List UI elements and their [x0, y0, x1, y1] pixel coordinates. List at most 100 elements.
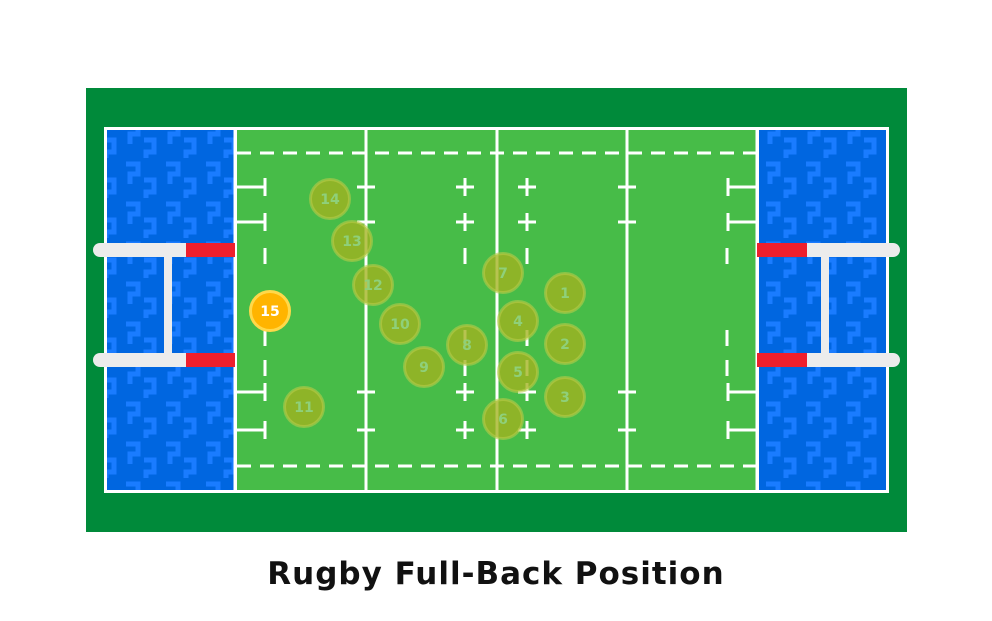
10m-cross	[525, 421, 529, 439]
goal-line-mark	[728, 428, 756, 432]
10m-cross	[525, 178, 529, 196]
player-circle	[482, 398, 524, 440]
dashed-vertical-line	[463, 360, 467, 376]
player-marker: 3	[544, 376, 586, 418]
solid-line	[495, 130, 499, 490]
dashed-vertical-line	[725, 330, 729, 346]
player-marker: 13	[331, 220, 373, 262]
player-circle	[544, 323, 586, 365]
player-marker: 6	[482, 398, 524, 440]
player-number: 6	[498, 412, 508, 428]
post-pad-left	[186, 243, 235, 257]
dashed-vertical-line	[725, 360, 729, 376]
player-marker: 9	[403, 346, 445, 388]
player-number: 7	[498, 266, 508, 282]
dashed-vertical-line	[263, 330, 267, 346]
goal-line-mark	[237, 185, 265, 189]
player-number: 10	[390, 317, 410, 333]
player-circle	[283, 386, 325, 428]
player-marker: 10	[379, 303, 421, 345]
5m-mark	[263, 178, 267, 196]
player-circle	[544, 272, 586, 314]
player-number: 12	[363, 278, 382, 294]
player-marker: 5	[497, 351, 539, 393]
player-circle	[482, 252, 524, 294]
goal-line-mark	[237, 428, 265, 432]
post-pad-right	[757, 353, 807, 367]
player-marker: 8	[446, 324, 488, 366]
player-circle	[331, 220, 373, 262]
10m-cross	[463, 383, 467, 401]
player-circle	[309, 178, 351, 220]
5m-mark	[726, 421, 730, 439]
10m-cross	[463, 421, 467, 439]
player-marker: 1	[544, 272, 586, 314]
solid-line	[755, 130, 759, 490]
goal-posts	[93, 243, 900, 367]
goal-line-mark	[728, 220, 756, 224]
player-circle	[403, 346, 445, 388]
player-number: 11	[294, 400, 313, 416]
player-number: 14	[320, 192, 340, 208]
player-circle	[249, 290, 291, 332]
post-pad-right	[757, 243, 807, 257]
dashed-vertical-line	[263, 248, 267, 264]
player-marker: 11	[283, 386, 325, 428]
player-number: 8	[462, 338, 472, 354]
player-circle	[497, 300, 539, 342]
goal-line-mark	[237, 390, 265, 394]
dashed-vertical-line	[263, 360, 267, 376]
goal-line-mark	[237, 220, 265, 224]
10m-cross	[463, 178, 467, 196]
dashed-vertical-line	[463, 248, 467, 264]
22m-tick	[357, 428, 375, 432]
5m-mark	[726, 213, 730, 231]
upright-right	[821, 257, 829, 353]
22m-tick	[357, 390, 375, 394]
player-number: 15	[260, 304, 279, 320]
22m-tick	[618, 428, 636, 432]
5m-mark	[263, 421, 267, 439]
player-circle	[446, 324, 488, 366]
dashed-vertical-line	[725, 248, 729, 264]
10m-cross	[525, 213, 529, 231]
10m-cross	[525, 383, 529, 401]
player-number: 9	[419, 360, 429, 376]
player-circle	[497, 351, 539, 393]
22m-tick	[357, 220, 375, 224]
player-number: 1	[560, 286, 570, 302]
player-number: 2	[560, 337, 570, 353]
goal-line-mark	[728, 390, 756, 394]
field-markings	[233, 130, 759, 490]
5m-mark	[263, 383, 267, 401]
player-marker: 2	[544, 323, 586, 365]
5m-mark	[726, 178, 730, 196]
22m-tick	[357, 185, 375, 189]
solid-line	[625, 130, 629, 490]
player-marker: 7	[482, 252, 524, 294]
22m-tick	[618, 390, 636, 394]
5m-mark	[726, 383, 730, 401]
player-marker: 12	[352, 264, 394, 306]
player-circle	[379, 303, 421, 345]
10m-cross	[463, 213, 467, 231]
post-pad-left	[186, 353, 235, 367]
player-number: 5	[513, 365, 523, 381]
solid-line	[233, 130, 237, 490]
22m-tick	[618, 220, 636, 224]
dashed-vertical-line	[525, 248, 529, 264]
solid-line	[364, 130, 368, 490]
goal-line-mark	[728, 185, 756, 189]
upright-left	[164, 257, 172, 353]
player-circle	[544, 376, 586, 418]
player-number: 3	[560, 390, 570, 406]
player-marker-highlighted: 15	[249, 290, 291, 332]
player-number: 13	[342, 234, 361, 250]
22m-tick	[618, 185, 636, 189]
player-circle	[352, 264, 394, 306]
5m-mark	[263, 213, 267, 231]
diagram-title: Rugby Full-Back Position	[267, 556, 725, 592]
player-marker: 14	[309, 178, 351, 220]
